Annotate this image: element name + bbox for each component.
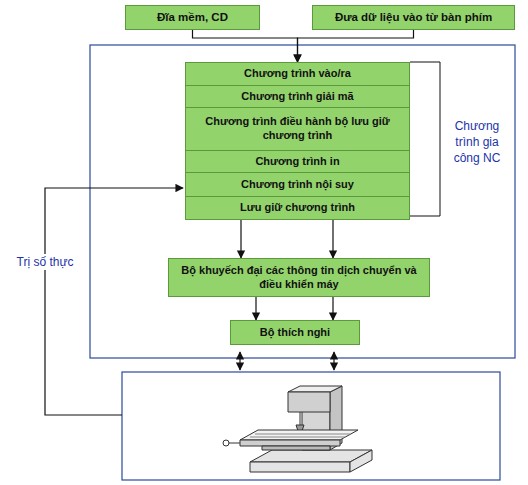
program-band: Chương trình in	[185, 150, 410, 172]
box-text: Chương trình điều hành bộ lưu giữ chương…	[192, 115, 403, 143]
feedback-line	[45, 188, 183, 415]
box-text: Chương trình in	[255, 155, 339, 169]
box-text: Bộ thích nghi	[260, 326, 330, 340]
group-label: Chương trình gia công NC	[442, 118, 512, 167]
program-band: Chương trình nội suy	[185, 172, 410, 196]
io-arrow	[333, 352, 334, 370]
box-text: Chương trình nội suy	[241, 178, 354, 192]
machine-frame	[122, 372, 500, 480]
box-text: Lưu giữ chương trình	[240, 201, 355, 215]
milling-machine	[223, 386, 372, 472]
flow-arrow	[298, 30, 414, 62]
box-text: Đưa dữ liệu vào từ bàn phím	[335, 10, 492, 24]
box-text: Chương trình giải mã	[241, 90, 353, 104]
program-band: Lưu giữ chương trình	[185, 196, 410, 220]
program-band: Chương trình điều hành bộ lưu giữ chương…	[185, 107, 410, 150]
flow-arrow	[332, 220, 333, 258]
input-box: Đĩa mềm, CD	[125, 5, 260, 30]
io-arrow	[239, 352, 240, 370]
controller-frame	[90, 45, 515, 358]
box-text: Bộ khuyếch đại các thông tin dịch chuyển…	[175, 264, 423, 292]
group-bracket	[410, 62, 440, 216]
box-text: Đĩa mềm, CD	[157, 10, 228, 24]
adapter-box: Bộ thích nghi	[230, 320, 360, 345]
box-text: Chương trình vào/ra	[244, 67, 351, 81]
input-box: Đưa dữ liệu vào từ bàn phím	[312, 5, 515, 30]
program-band: Chương trình giải mã	[185, 85, 410, 107]
amplifier-box: Bộ khuyếch đại các thông tin dịch chuyển…	[168, 258, 430, 297]
flow-arrow	[255, 297, 256, 320]
flow-arrow	[240, 220, 241, 258]
flow-arrow	[193, 30, 298, 62]
program-band: Chương trình vào/ra	[185, 62, 410, 85]
signal-label: Trị số thực	[16, 254, 74, 270]
flow-arrow	[332, 297, 333, 320]
